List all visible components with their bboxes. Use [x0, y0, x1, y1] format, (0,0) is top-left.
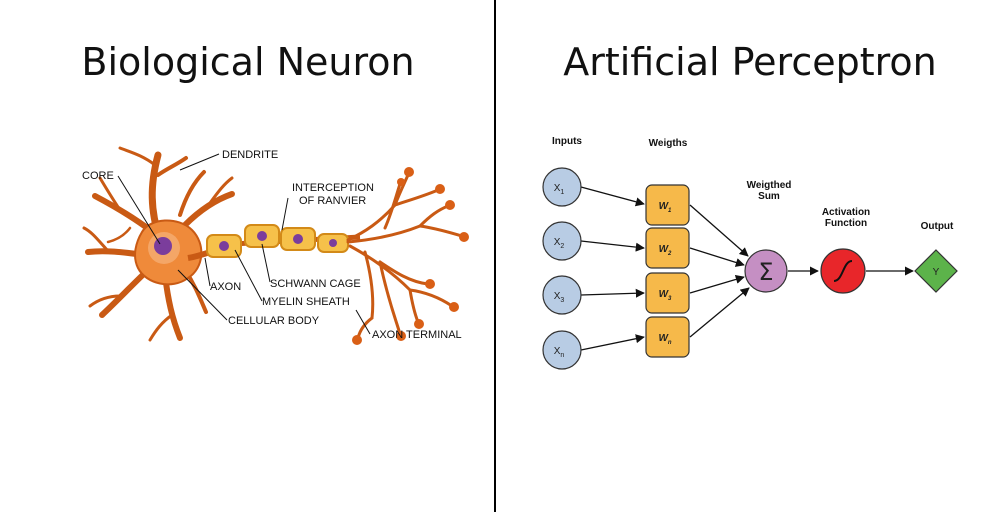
input-circle: [542, 275, 582, 315]
input-label: X3: [554, 291, 565, 304]
input-label: Xn: [554, 346, 565, 359]
weight-node: W2: [645, 227, 690, 269]
input-circle: [542, 167, 582, 207]
input-node: Xn: [542, 330, 582, 370]
neuron-labels: CORE DENDRITE INTERCEPTION OF RANVIER AX…: [82, 149, 462, 341]
weight-node: Wn: [645, 316, 690, 358]
label-myelin-sheath: MYELIN SHEATH: [262, 296, 350, 308]
weighted-sum-node: Σ: [744, 249, 788, 293]
header-inputs: Inputs: [552, 136, 582, 147]
cellular-body-shape: [134, 219, 203, 286]
core-nucleus: [154, 237, 172, 255]
sum-symbol: Σ: [758, 258, 773, 286]
weight-label: W1: [659, 201, 672, 214]
header-activation-2: Function: [825, 218, 867, 229]
header-weights: Weigths: [649, 138, 688, 149]
weight-label: W2: [659, 244, 672, 257]
panel-divider: [494, 0, 496, 512]
output-label: Y: [933, 267, 940, 278]
label-axon-terminal: AXON TERMINAL: [372, 329, 462, 341]
weight-node: W1: [645, 184, 690, 226]
activation-function-node: [820, 248, 866, 294]
input-node: X2: [542, 221, 582, 261]
weight-box: [645, 316, 690, 358]
header-activation-1: Activation: [822, 207, 870, 218]
input-label: X2: [554, 237, 565, 250]
neuron-leader-lines: [117, 153, 371, 335]
weight-box: [645, 227, 690, 269]
weight-node: W3: [645, 272, 690, 314]
input-circle: [542, 330, 582, 370]
biological-neuron-title: Biological Neuron: [81, 40, 415, 84]
input-circle: [542, 221, 582, 261]
weight-label: W3: [659, 289, 672, 302]
output-diamond: [914, 249, 958, 293]
label-cellular-body: CELLULAR BODY: [228, 315, 320, 327]
weight-box: [645, 184, 690, 226]
neuron-illustration: [82, 146, 469, 345]
label-core: CORE: [82, 170, 114, 182]
perceptron-connections: [580, 186, 914, 351]
weight-box: [645, 272, 690, 314]
axon-terminal-branches: [346, 173, 464, 340]
output-node: Y: [914, 249, 958, 293]
input-node: X3: [542, 275, 582, 315]
label-interception-1: INTERCEPTION: [292, 182, 374, 194]
header-weighted-sum-1: Weigthed: [747, 180, 792, 191]
header-weighted-sum-2: Sum: [758, 191, 780, 202]
sum-circle: [744, 249, 788, 293]
input-node: X1: [542, 167, 582, 207]
artificial-perceptron-title: Artificial Perceptron: [563, 40, 937, 84]
label-dendrite: DENDRITE: [222, 149, 278, 161]
perceptron-headers: Inputs Weigths Weigthed Sum Activation F…: [552, 136, 954, 232]
sigmoid-icon: [833, 260, 853, 282]
input-label: X1: [554, 183, 565, 196]
label-axon: AXON: [210, 281, 241, 293]
myelin-sheath-cells: [206, 224, 349, 258]
axon-terminal-bulbs: [352, 167, 469, 345]
header-output: Output: [921, 221, 954, 232]
label-interception-2: OF RANVIER: [299, 195, 366, 207]
weight-label: Wn: [658, 333, 671, 346]
label-schwann-cage: SCHWANN CAGE: [270, 278, 361, 290]
